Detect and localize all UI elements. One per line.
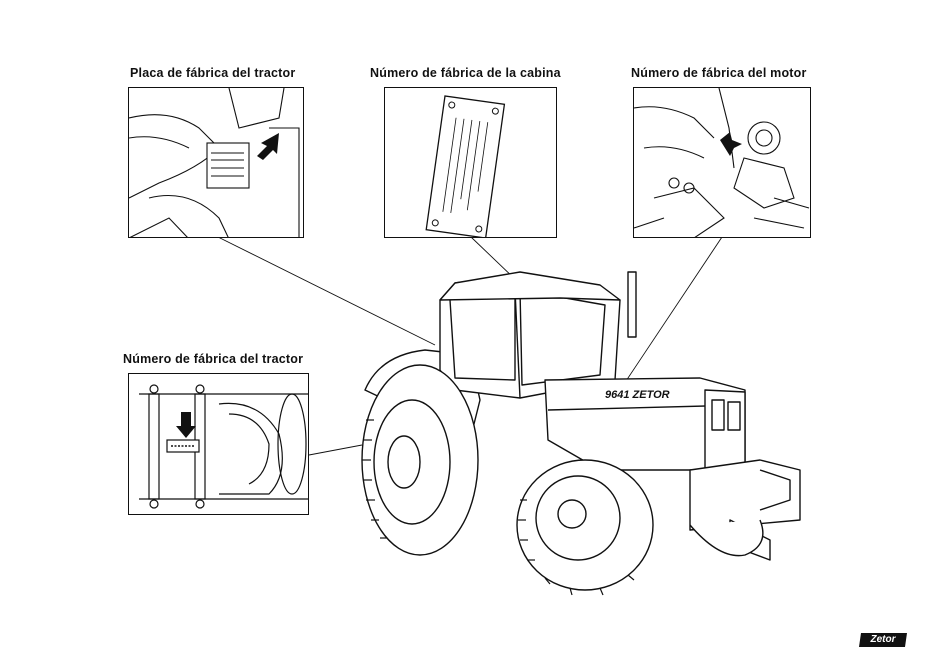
panel-engine-number — [633, 87, 811, 238]
panel-tractor-number — [128, 373, 309, 515]
arrow-icon — [176, 412, 196, 438]
zetor-logo: Zetor — [857, 632, 909, 648]
hood-badge: 9641 ZETOR — [605, 389, 670, 401]
panel-tractor-plate — [128, 87, 304, 238]
zetor-logo-text: Zetor — [857, 632, 909, 648]
arrow-icon — [720, 132, 742, 156]
panel-cab-number — [384, 87, 557, 238]
arrow-icon — [257, 133, 279, 160]
